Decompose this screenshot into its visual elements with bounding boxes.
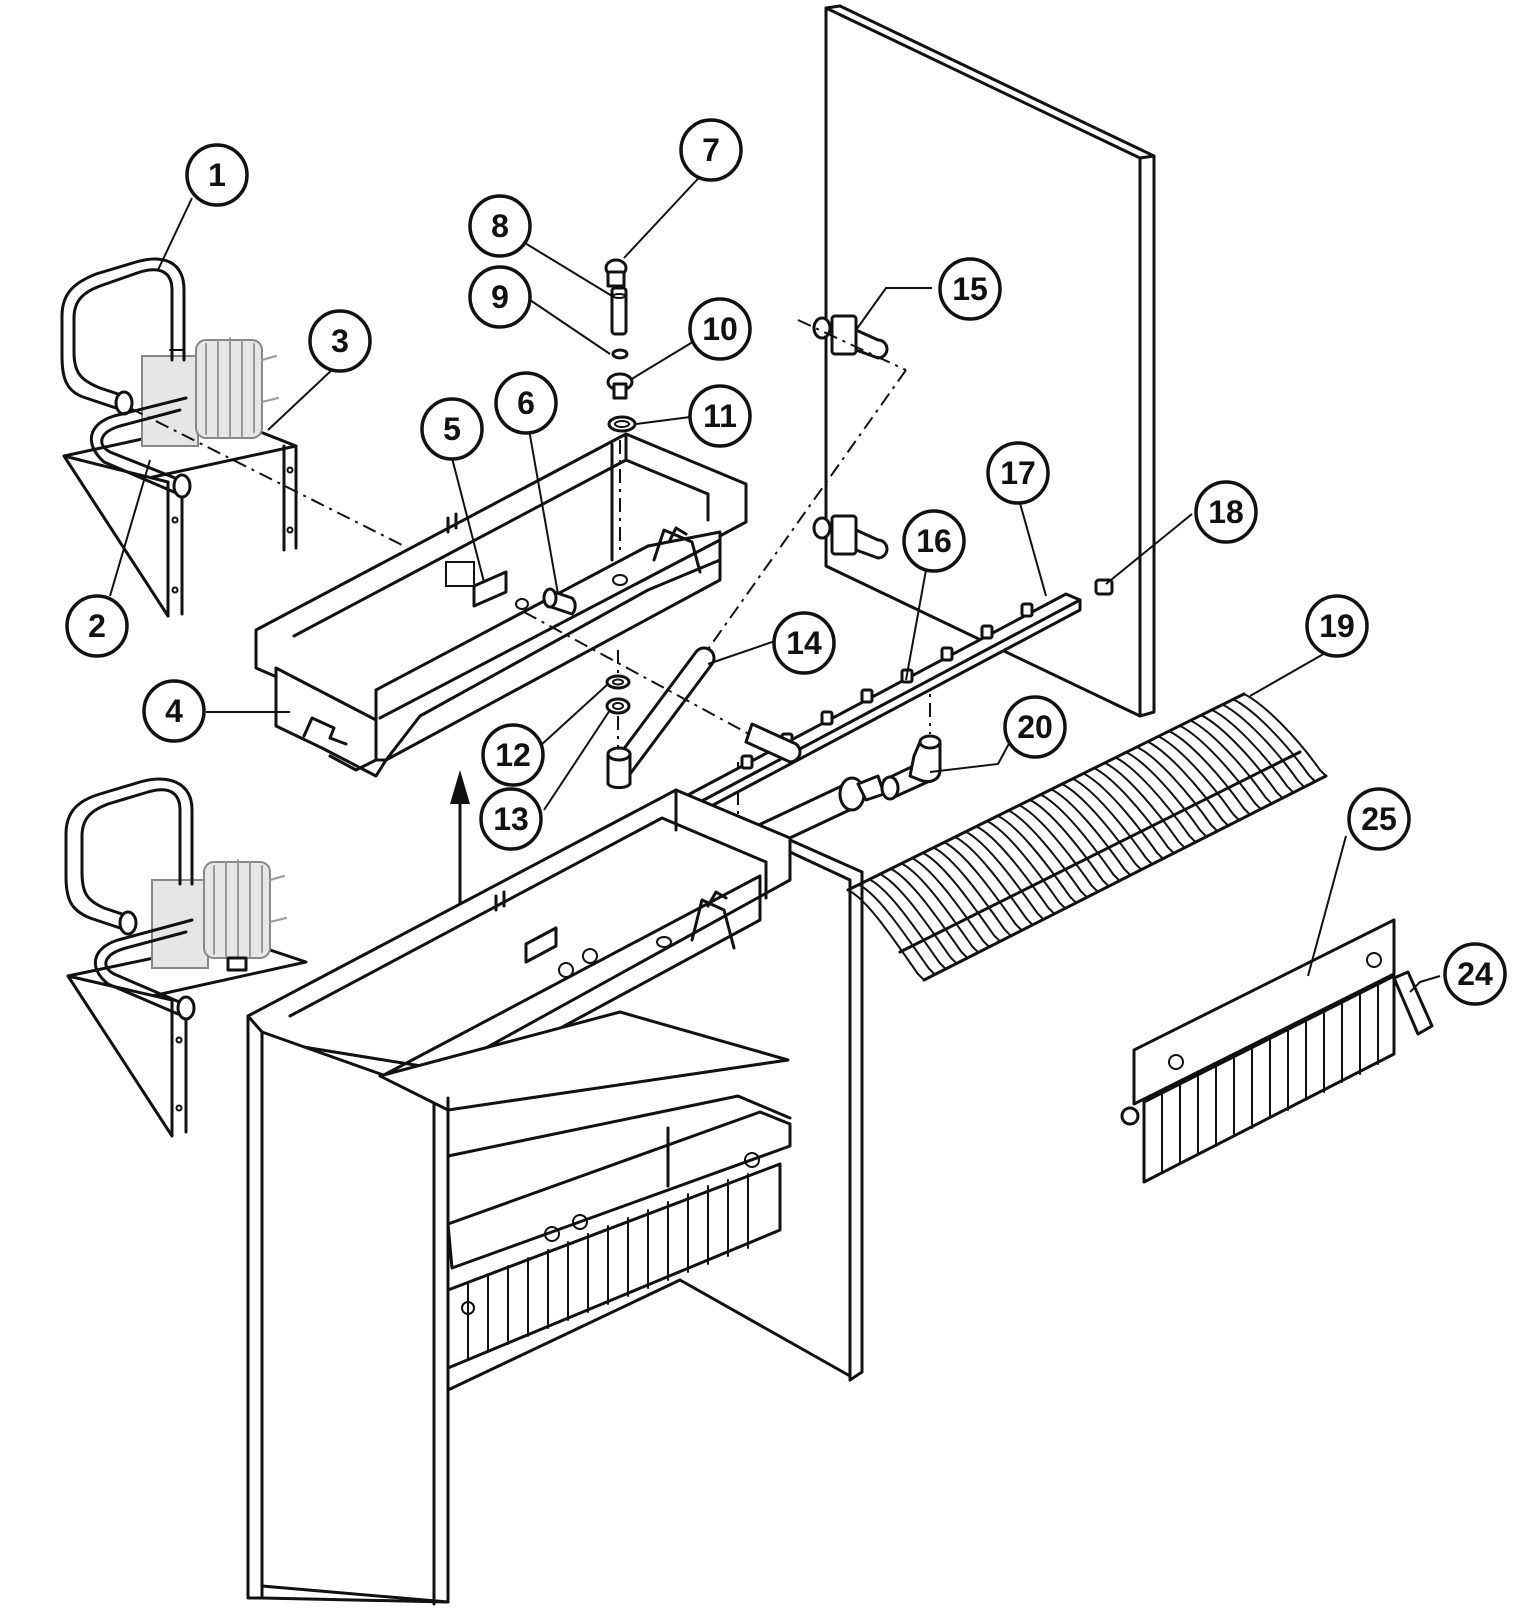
grille-bar (1200, 714, 1284, 800)
callout-25: 25 (1347, 787, 1411, 851)
svg-text:17: 17 (1000, 455, 1036, 491)
callout-17: 17 (986, 441, 1050, 505)
grille-bar (1050, 788, 1132, 877)
grille-bar (1135, 745, 1219, 833)
grille-bar (1210, 708, 1295, 794)
back-panel (812, 4, 1156, 718)
grille-bar (964, 830, 1045, 921)
grille-bar (1157, 735, 1241, 822)
valve-stack (604, 258, 637, 760)
callout-4: 4 (142, 679, 206, 743)
svg-text:9: 9 (491, 279, 509, 315)
svg-text:3: 3 (331, 323, 349, 359)
grille-bar (1146, 740, 1230, 827)
grille-bar (1232, 698, 1317, 783)
lower-motor-assembly (64, 777, 308, 1138)
svg-text:6: 6 (517, 385, 535, 421)
grille-bar (868, 878, 947, 970)
callout-12: 12 (481, 723, 545, 787)
svg-text:14: 14 (786, 625, 822, 661)
grille-bar (857, 883, 936, 976)
grille-bar (1061, 783, 1143, 871)
grille-bar (900, 862, 980, 954)
svg-text:10: 10 (702, 311, 738, 347)
svg-text:1: 1 (208, 157, 226, 193)
callout-24: 24 (1443, 942, 1507, 1006)
svg-text:15: 15 (952, 271, 988, 307)
pipe-14 (606, 646, 716, 790)
grille-bar (1114, 756, 1197, 844)
svg-text:18: 18 (1208, 494, 1244, 530)
grille-bar (1189, 719, 1273, 805)
grille-bar (986, 820, 1067, 910)
callout-19: 19 (1305, 594, 1369, 658)
grille-bar (1168, 730, 1251, 816)
grille-bar (1103, 761, 1186, 849)
svg-text:11: 11 (703, 398, 737, 434)
hinge-lower (812, 514, 889, 560)
grille-bar (889, 867, 969, 959)
grille-bar (932, 846, 1012, 937)
grille-bar (1007, 809, 1088, 899)
callout-5: 5 (420, 397, 484, 461)
svg-text:4: 4 (165, 693, 183, 729)
svg-text:5: 5 (443, 411, 461, 447)
part-24-clip (1392, 970, 1434, 1036)
grille-bar (1039, 793, 1121, 882)
callout-18: 18 (1194, 480, 1258, 544)
callout-8: 8 (468, 194, 532, 258)
nozzles (740, 602, 1034, 770)
grille-bar (1178, 724, 1262, 811)
callout-1: 1 (185, 143, 249, 207)
callout-15: 15 (938, 257, 1002, 321)
svg-text:8: 8 (491, 208, 509, 244)
grille-bar (1125, 751, 1208, 838)
grille-bar (954, 836, 1034, 926)
leader-lines (109, 167, 1441, 993)
upper-motor-assembly (60, 257, 298, 618)
callout-3: 3 (308, 309, 372, 373)
grille-bar (847, 889, 925, 981)
svg-text:13: 13 (493, 801, 529, 837)
svg-text:16: 16 (916, 523, 952, 559)
grille-bar (1071, 777, 1154, 866)
callout-13: 13 (479, 787, 543, 851)
grille-bar (921, 851, 1002, 943)
callout-16: 16 (902, 509, 966, 573)
callout-14: 14 (772, 611, 836, 675)
svg-text:7: 7 (702, 132, 720, 168)
callout-9: 9 (468, 265, 532, 329)
part-25-shroud (1120, 918, 1396, 1184)
svg-text:2: 2 (88, 608, 106, 644)
grille-bar (943, 841, 1023, 932)
grille-bar (975, 825, 1056, 915)
callout-20: 20 (1003, 695, 1067, 759)
svg-text:25: 25 (1361, 801, 1397, 837)
grille-19 (846, 692, 1328, 982)
grille-bar (1093, 767, 1175, 855)
svg-text:12: 12 (495, 737, 531, 773)
svg-text:19: 19 (1319, 608, 1355, 644)
svg-text:24: 24 (1457, 956, 1493, 992)
callout-6: 6 (494, 371, 558, 435)
lower-cabinet (246, 788, 864, 1606)
callout-7: 7 (679, 118, 743, 182)
svg-text:20: 20 (1017, 709, 1053, 745)
grille-bar (1082, 772, 1165, 860)
grille-bar (1028, 798, 1110, 888)
grille-bar (1243, 693, 1327, 777)
grille-bar (1221, 703, 1306, 789)
grille-bar (911, 857, 991, 948)
callout-11: 11 (688, 384, 752, 448)
grille-bar (879, 873, 958, 965)
upper-trough (254, 432, 748, 778)
grille-bar (996, 814, 1078, 904)
callout-2: 2 (65, 594, 129, 658)
callout-10: 10 (688, 297, 752, 361)
grille-bar (1018, 804, 1099, 893)
